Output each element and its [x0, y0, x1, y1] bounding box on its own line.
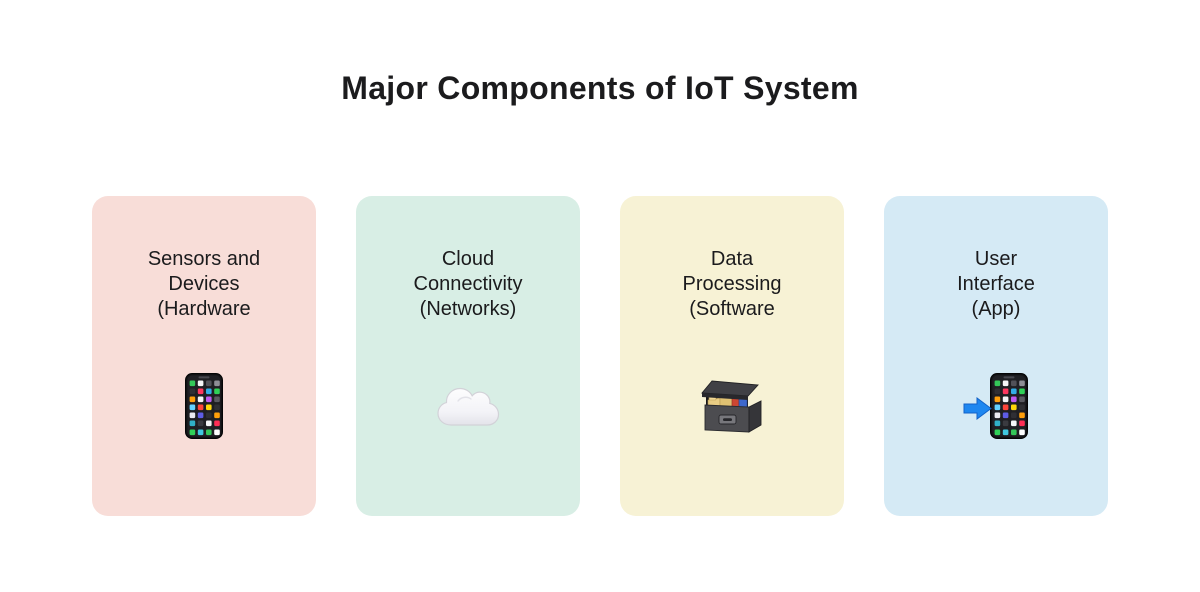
card-label-line: Sensors and	[147, 248, 261, 270]
card-label-line: Processing	[682, 273, 782, 295]
card-label-line: (Hardware	[157, 298, 251, 320]
card-label-line: Data	[710, 248, 754, 270]
card-data-processing: Data Processing (Software	[620, 196, 844, 516]
card-label: Cloud Connectivity (Networks)	[356, 247, 580, 322]
page-title: Major Components of IoT System	[341, 70, 859, 106]
card-label: User Interface (App)	[884, 247, 1108, 322]
card-label: Sensors and Devices (Hardware	[92, 247, 316, 322]
card-file-box-icon	[620, 370, 844, 442]
card-label-line: (Networks)	[419, 298, 517, 320]
cloud-icon	[356, 370, 580, 442]
card-user-interface: User Interface (App)	[884, 196, 1108, 516]
cards-row: Sensors and Devices (Hardware Cloud Conn…	[92, 196, 1108, 516]
card-label-line: (App)	[971, 298, 1021, 320]
card-sensors-and-devices: Sensors and Devices (Hardware	[92, 196, 316, 516]
card-label-line: Devices	[168, 273, 240, 295]
card-label-line: Interface	[957, 273, 1035, 295]
card-label-line: Connectivity	[413, 273, 523, 295]
card-label-line: Cloud	[441, 248, 495, 270]
card-cloud-connectivity: Cloud Connectivity (Networks)	[356, 196, 580, 516]
card-label: Data Processing (Software	[620, 247, 844, 322]
smartphone-with-arrow-icon	[884, 370, 1108, 442]
card-label-line: User	[974, 248, 1018, 270]
card-label-line: (Software	[689, 298, 775, 320]
smartphone-icon	[92, 370, 316, 442]
